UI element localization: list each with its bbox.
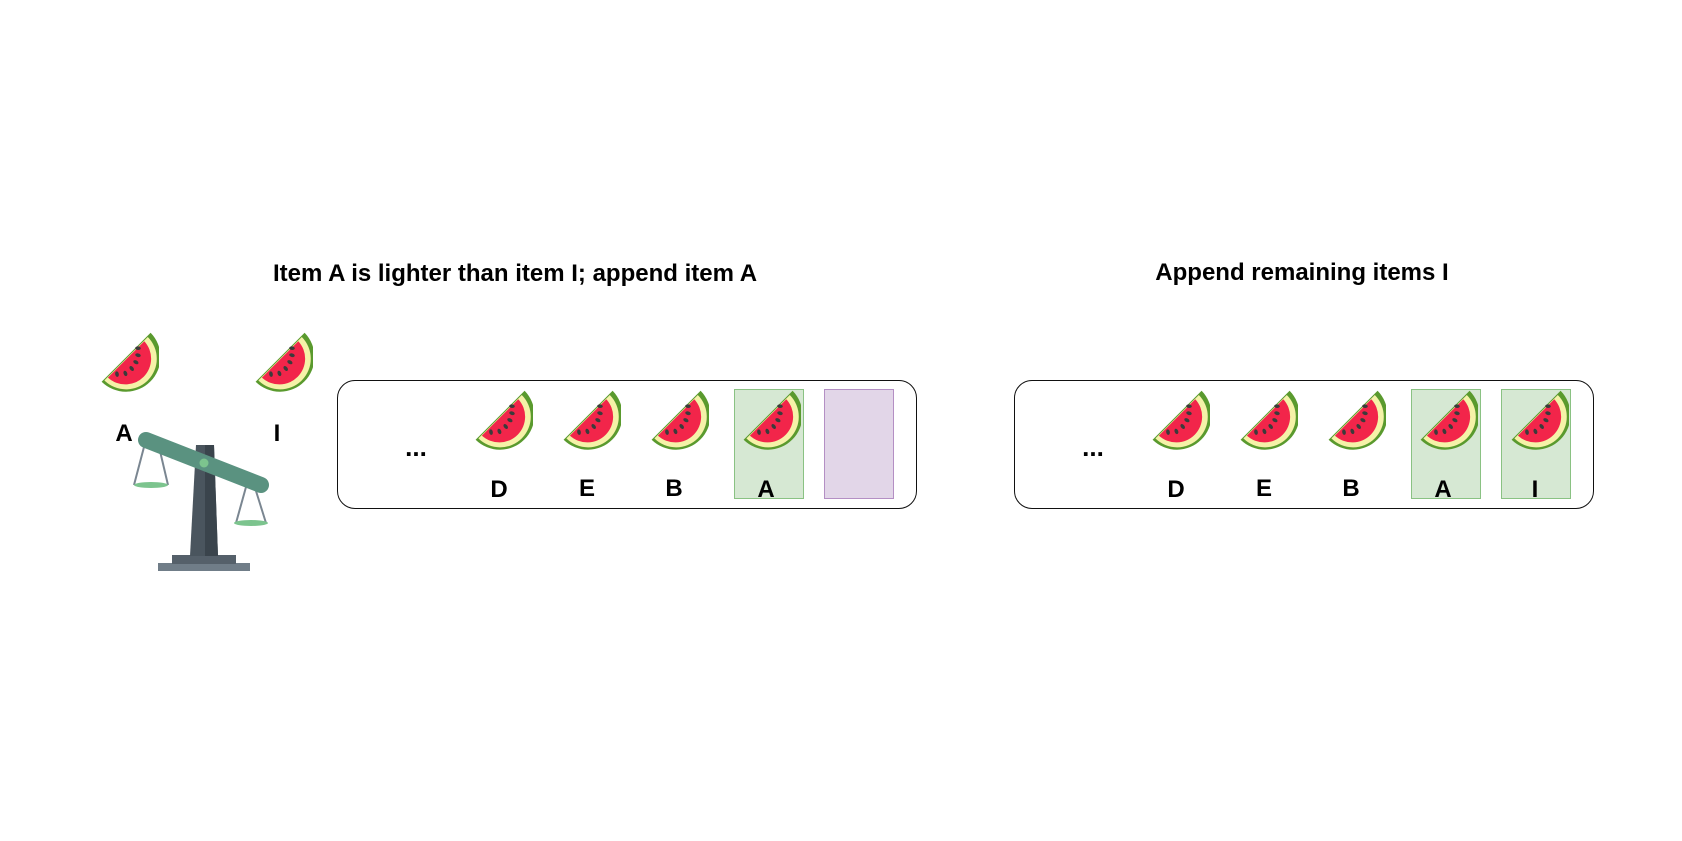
compare-left-label: A <box>115 420 133 447</box>
left-sequence-frame <box>337 380 917 509</box>
watermelon-slice-icon <box>1328 390 1386 450</box>
left-panel-title: Item A is lighter than item I; append it… <box>272 260 758 287</box>
left-item-label: E <box>578 475 596 502</box>
right-item-label: D <box>1167 476 1185 503</box>
watermelon-slice-icon <box>1511 390 1569 450</box>
compare-right-label: I <box>273 420 281 447</box>
right-item-label: I <box>1531 476 1539 503</box>
right-sequence-frame <box>1014 380 1594 509</box>
balance-scale-icon <box>133 432 269 571</box>
right-item-label: A <box>1434 476 1452 503</box>
right-panel-title: Append remaining items I <box>1155 259 1449 286</box>
left-item-label: B <box>665 475 683 502</box>
right-item-label: B <box>1342 475 1360 502</box>
left-item-label: A <box>757 476 775 503</box>
watermelon-slice-icon <box>743 390 801 450</box>
empty-slot <box>824 389 894 499</box>
watermelon-slice-icon <box>1240 390 1298 450</box>
left-item-label: D <box>490 476 508 503</box>
left-ellipsis: ... <box>405 432 427 462</box>
watermelon-slice-icon <box>651 390 709 450</box>
watermelon-slice-icon <box>475 390 533 450</box>
right-item-label: E <box>1255 475 1273 502</box>
watermelon-slice-icon <box>1152 390 1210 450</box>
watermelon-slice-icon <box>255 332 313 392</box>
watermelon-slice-icon <box>563 390 621 450</box>
right-ellipsis: ... <box>1082 432 1104 462</box>
watermelon-slice-icon <box>101 332 159 392</box>
watermelon-slice-icon <box>1420 390 1478 450</box>
